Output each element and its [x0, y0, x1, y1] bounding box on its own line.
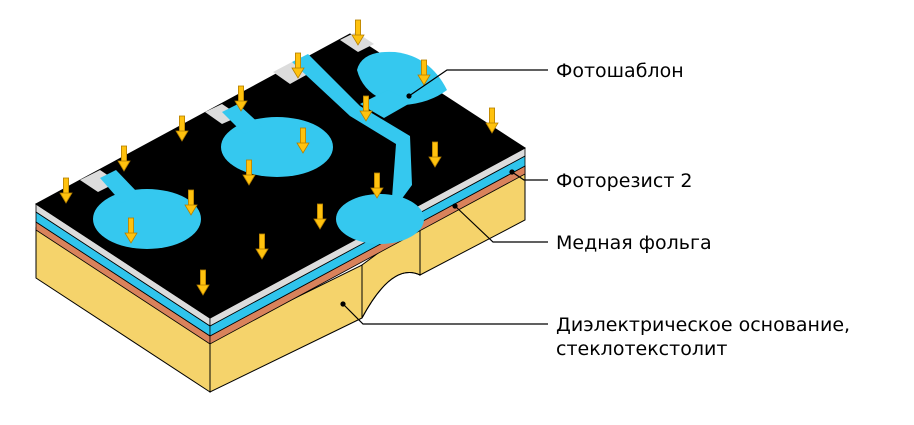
- label-dielectric-line1: Диэлектрическое основание,: [556, 314, 850, 336]
- leader-copper: [454, 205, 548, 243]
- labels: Фотошаблон Фоторезист 2 Медная фольга Ди…: [556, 60, 850, 360]
- label-copper-foil: Медная фольга: [556, 232, 712, 254]
- leader-photomask: [408, 69, 548, 97]
- label-photomask: Фотошаблон: [556, 60, 684, 82]
- mask-pattern: [93, 51, 447, 249]
- leader-lines: [340, 69, 548, 325]
- dielectric-substrate: [35, 165, 526, 393]
- photomask: [35, 32, 526, 327]
- label-photoresist: Фоторезист 2: [556, 170, 693, 192]
- label-dielectric-line2: стеклотекстолит: [556, 338, 727, 360]
- leader-photoresist: [511, 171, 548, 181]
- leader-dielectric: [342, 303, 548, 325]
